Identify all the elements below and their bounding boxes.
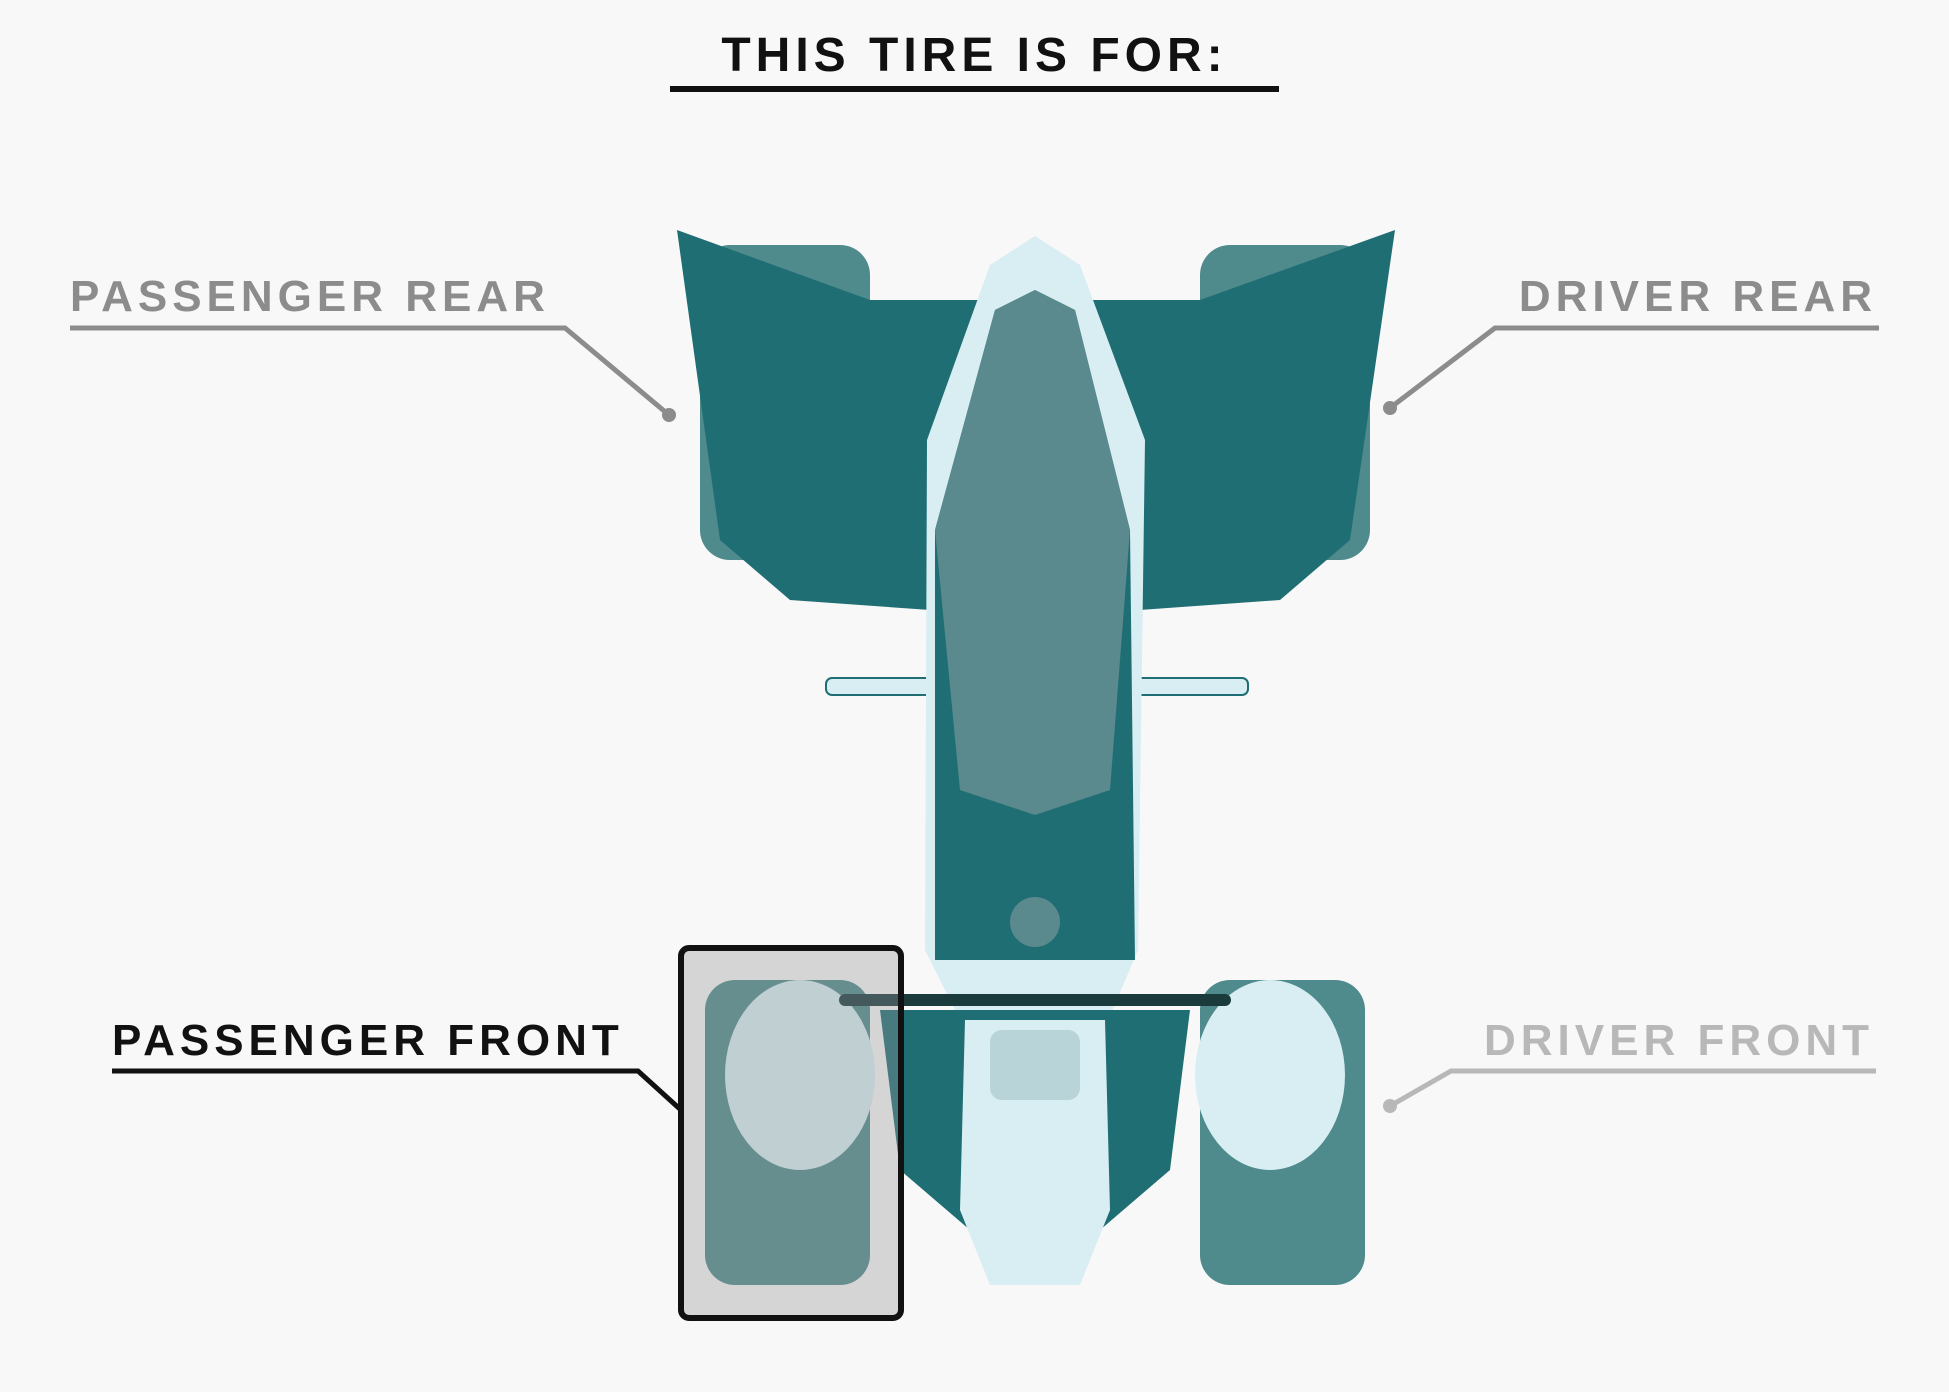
option-passenger-rear[interactable]: PASSENGER REAR: [70, 272, 550, 321]
passenger-front-leader: [112, 1068, 683, 1112]
seat: [935, 290, 1130, 815]
driver-rear-leader: [1388, 325, 1879, 410]
gas-cap: [1010, 897, 1060, 947]
option-passenger-front[interactable]: PASSENGER FRONT: [112, 1016, 624, 1065]
option-driver-rear[interactable]: DRIVER REAR: [1518, 272, 1877, 321]
headlight: [990, 1030, 1080, 1100]
front-fender-right: [1195, 980, 1345, 1170]
selected-tire-highlight: [678, 945, 904, 1321]
front-fender-left: [725, 980, 875, 1170]
passenger-rear-leader: [70, 325, 671, 417]
option-driver-front[interactable]: DRIVER FRONT: [1484, 1016, 1874, 1065]
page-title: THIS TIRE IS FOR:: [721, 29, 1228, 82]
driver-front-leader: [1388, 1068, 1876, 1109]
